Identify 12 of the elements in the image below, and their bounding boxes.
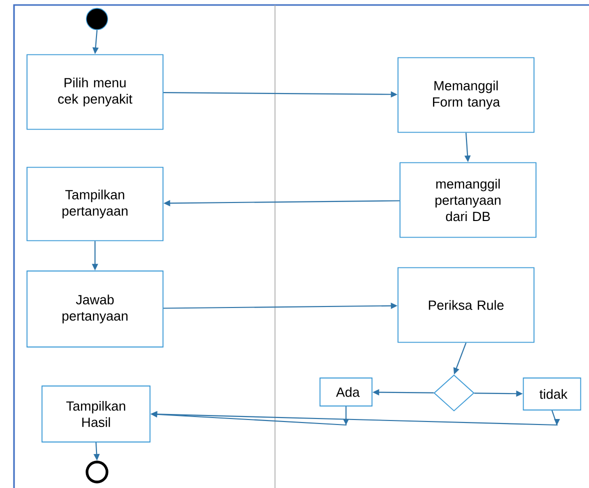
action-box: Tampilkan Hasil — [42, 386, 150, 442]
end-node — [86, 460, 108, 484]
action-box: Tampilkan pertanyaan — [26, 166, 164, 242]
decision-diamond — [434, 374, 474, 412]
action-box: Periksa Rule — [398, 267, 534, 343]
action-box: tidak — [522, 378, 582, 410]
action-box: Jawab pertanyaan — [26, 270, 164, 348]
action-box: Ada — [320, 378, 372, 406]
action-box: Memanggil Form tanya — [398, 57, 534, 133]
start-node — [86, 8, 108, 30]
action-box: Pilih menu cek penyakit — [26, 54, 164, 130]
action-box: memanggil pertanyaan dari DB — [400, 162, 536, 238]
